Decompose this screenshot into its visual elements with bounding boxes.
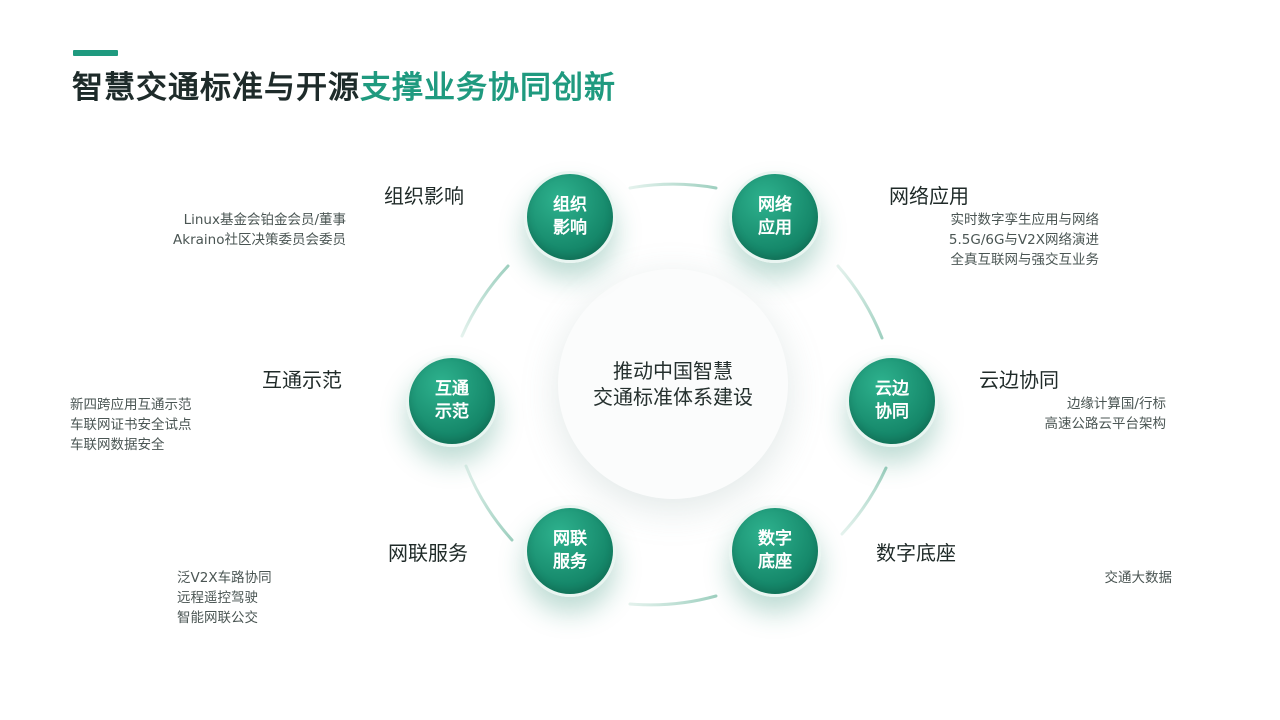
arc-org-network	[628, 182, 718, 190]
node-service-line-2: 服务	[553, 552, 587, 572]
details-interop-demo: 新四跨应用互通示范 车联网证书安全试点 车联网数据安全	[70, 395, 192, 455]
node-demo-line-1: 互通	[435, 379, 469, 399]
detail-demo-3: 车联网数据安全	[70, 437, 165, 453]
node-network-application: 网络 应用	[729, 171, 821, 263]
node-cloud-line-2: 协同	[875, 402, 909, 422]
detail-org-2: Akraino社区决策委员会委员	[173, 232, 346, 248]
title-part-2: 支撑业务协同创新	[360, 70, 616, 106]
heading-network-application: 网络应用	[889, 184, 969, 208]
node-cloud-edge: 云边 协同	[846, 355, 938, 447]
detail-digital-1: 交通大数据	[1104, 570, 1173, 586]
heading-connected-service: 网联服务	[388, 541, 468, 565]
detail-cloud-1: 边缘计算国/行标	[1066, 396, 1166, 412]
detail-service-3: 智能网联公交	[177, 610, 258, 626]
node-interop-demo: 互通 示范	[406, 355, 498, 447]
page-title: 智慧交通标准与开源支撑业务协同创新	[72, 62, 616, 107]
heading-digital-base: 数字底座	[876, 541, 956, 565]
title-part-1: 智慧交通标准与开源	[72, 70, 360, 106]
node-org-influence: 组织 影响	[524, 171, 616, 263]
node-network-line-1: 网络	[758, 195, 792, 215]
arc-service-demo	[464, 464, 514, 542]
node-network-line-2: 应用	[758, 218, 792, 238]
heading-org-influence: 组织影响	[384, 184, 464, 208]
detail-network-2: 5.5G/6G与V2X网络演进	[948, 232, 1099, 248]
detail-org-1: Linux基金会铂金会员/董事	[183, 212, 346, 228]
arc-cloud-digital	[840, 466, 888, 536]
details-digital-base: 交通大数据	[1000, 568, 1173, 588]
details-network-application: 实时数字孪生应用与网络 5.5G/6G与V2X网络演进 全真互联网与强交互业务	[900, 210, 1099, 270]
heading-cloud-edge: 云边协同	[979, 368, 1059, 392]
node-cloud-line-1: 云边	[875, 379, 909, 399]
node-service-line-1: 网联	[553, 529, 587, 549]
node-org-line-1: 组织	[553, 195, 587, 215]
detail-network-3: 全真互联网与强交互业务	[950, 252, 1100, 268]
detail-demo-2: 车联网证书安全试点	[70, 417, 192, 433]
node-connected-service: 网联 服务	[524, 505, 616, 597]
arc-network-cloud	[836, 264, 884, 340]
detail-network-1: 实时数字孪生应用与网络	[950, 212, 1100, 228]
heading-interop-demo: 互通示范	[262, 368, 342, 392]
node-demo-line-2: 示范	[435, 402, 469, 422]
title-accent-bar	[73, 50, 118, 56]
details-org-influence: Linux基金会铂金会员/董事 Akraino社区决策委员会委员	[150, 210, 346, 250]
details-connected-service: 泛V2X车路协同 远程遥控驾驶 智能网联公交	[177, 568, 272, 628]
detail-demo-1: 新四跨应用互通示范	[70, 397, 192, 413]
detail-service-2: 远程遥控驾驶	[177, 590, 258, 606]
details-cloud-edge: 边缘计算国/行标 高速公路云平台架构	[960, 394, 1167, 434]
detail-service-1: 泛V2X车路协同	[177, 570, 272, 586]
arc-demo-org	[460, 264, 510, 338]
detail-cloud-2: 高速公路云平台架构	[1044, 416, 1167, 432]
node-org-line-2: 影响	[553, 218, 587, 238]
center-line-1: 推动中国智慧	[613, 359, 733, 383]
center-line-2: 交通标准体系建设	[593, 385, 753, 409]
node-digital-base: 数字 底座	[729, 505, 821, 597]
arc-digital-service	[628, 594, 718, 607]
node-digital-line-2: 底座	[758, 552, 792, 572]
center-circle: 推动中国智慧 交通标准体系建设	[558, 269, 788, 499]
node-digital-line-1: 数字	[758, 529, 792, 549]
